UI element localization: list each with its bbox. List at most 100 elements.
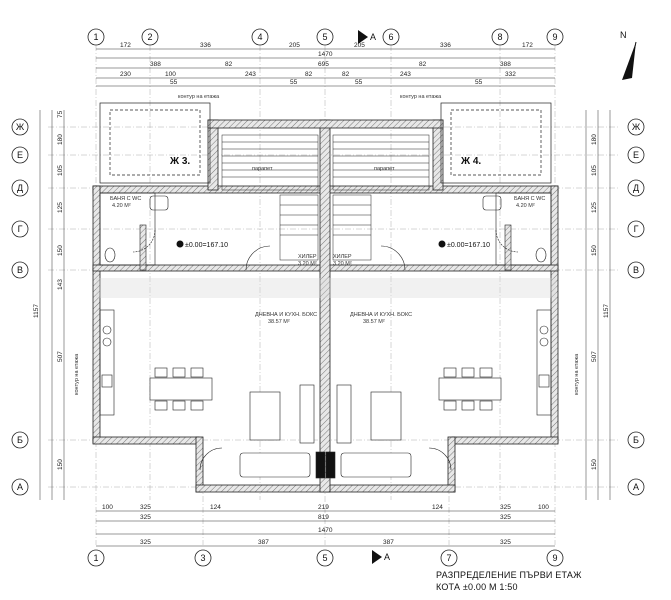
- level-markers: ±0.00=167.10 ±0.00=167.10: [176, 240, 490, 249]
- svg-text:180: 180: [57, 134, 64, 145]
- svg-text:75: 75: [57, 110, 64, 118]
- svg-text:1157: 1157: [33, 304, 40, 318]
- dimension-lines-bottom: [96, 510, 555, 547]
- svg-text:125: 125: [591, 202, 598, 213]
- svg-text:7: 7: [446, 553, 451, 563]
- svg-text:100: 100: [165, 71, 176, 78]
- apartment-label-right: Ж 4.: [460, 156, 481, 167]
- svg-text:695: 695: [318, 61, 329, 68]
- svg-text:150: 150: [591, 245, 598, 256]
- room-hall-left-area: 3.20 М²: [298, 261, 317, 267]
- dimension-text-left: 75 180 105 125 150 143 507 150 1157: [33, 110, 64, 470]
- svg-text:124: 124: [432, 504, 443, 511]
- svg-text:325: 325: [500, 514, 511, 521]
- axis-labels-right: Ж Е Д Г В Б А: [632, 122, 641, 492]
- room-living-left: ДНЕВНА И КУХН. БОКС: [255, 312, 317, 318]
- level-right: ±0.00=167.10: [447, 242, 490, 249]
- svg-text:8: 8: [497, 32, 502, 42]
- svg-text:А: А: [17, 482, 23, 492]
- exterior-walls: [92, 119, 559, 493]
- svg-text:205: 205: [289, 42, 300, 49]
- svg-text:387: 387: [258, 539, 269, 546]
- dimension-lines-top: [96, 48, 555, 87]
- svg-text:Е: Е: [633, 150, 639, 160]
- svg-text:Ж: Ж: [632, 122, 641, 132]
- svg-text:A: A: [370, 32, 376, 42]
- svg-text:9: 9: [552, 553, 557, 563]
- section-marker-bottom: A: [372, 550, 390, 564]
- svg-text:388: 388: [150, 61, 161, 68]
- svg-text:В: В: [633, 265, 639, 275]
- dimension-text-right: 180 105 125 150 507 150 1157: [591, 134, 610, 470]
- axis-markers-right: [627, 118, 645, 496]
- svg-text:325: 325: [140, 504, 151, 511]
- svg-text:82: 82: [225, 61, 233, 68]
- caption-scale: КОТА ±0.00 М 1:50: [436, 582, 518, 592]
- svg-text:1157: 1157: [603, 304, 610, 318]
- room-bath-right-area: 4.20 М²: [516, 203, 535, 209]
- svg-text:Д: Д: [633, 183, 639, 193]
- north-arrow-icon: N: [620, 30, 637, 80]
- svg-text:2: 2: [147, 32, 152, 42]
- axis-labels-bottom: 1 3 5 7 9: [93, 553, 557, 563]
- svg-text:1: 1: [93, 553, 98, 563]
- room-hall-right: ХИЛЕР: [333, 254, 352, 260]
- svg-text:105: 105: [57, 165, 64, 176]
- svg-text:55: 55: [355, 79, 363, 86]
- svg-text:150: 150: [57, 459, 64, 470]
- svg-text:243: 243: [245, 71, 256, 78]
- svg-text:172: 172: [120, 42, 131, 49]
- axis-labels-left: Ж Е Д Г В Б А: [16, 122, 25, 492]
- svg-text:55: 55: [170, 79, 178, 86]
- sofas: [239, 384, 412, 479]
- svg-text:5: 5: [322, 553, 327, 563]
- svg-text:100: 100: [102, 504, 113, 511]
- watermark-band: [96, 278, 556, 298]
- svg-text:4: 4: [257, 32, 262, 42]
- room-bath-left: БАНЯ С WC: [110, 196, 141, 202]
- contour-label-top-left: контур на етажа: [178, 94, 220, 100]
- bathrooms: [99, 192, 552, 266]
- dining-tables: [149, 367, 502, 411]
- doors: [199, 245, 452, 471]
- svg-text:Д: Д: [17, 183, 23, 193]
- svg-text:143: 143: [57, 279, 64, 290]
- svg-text:1470: 1470: [318, 51, 333, 58]
- dimension-text-top: 172 336 205 205 336 172 1470 388 82 695 …: [120, 42, 533, 86]
- svg-text:180: 180: [591, 134, 598, 145]
- svg-text:В: В: [17, 265, 23, 275]
- svg-text:Е: Е: [17, 150, 23, 160]
- svg-text:82: 82: [419, 61, 427, 68]
- svg-text:150: 150: [57, 245, 64, 256]
- parapet-label-left: парапет: [252, 166, 273, 172]
- svg-text:124: 124: [210, 504, 221, 511]
- svg-text:Г: Г: [18, 224, 23, 234]
- parapet-label-right: парапет: [374, 166, 395, 172]
- room-living-right: ДНЕВНА И КУХН. БОКС: [350, 312, 412, 318]
- axis-markers-top: [87, 28, 564, 46]
- kitchen-counters: [99, 309, 552, 416]
- room-living-right-area: 38.57 М²: [363, 319, 385, 325]
- svg-text:1: 1: [93, 32, 98, 42]
- svg-text:А: А: [633, 482, 639, 492]
- svg-text:325: 325: [500, 539, 511, 546]
- stairs: [221, 134, 430, 261]
- dimension-lines-left: [39, 110, 65, 500]
- room-hall-left: ХИЛЕР: [298, 254, 317, 260]
- svg-text:5: 5: [322, 32, 327, 42]
- svg-text:Г: Г: [634, 224, 639, 234]
- axis-markers-bottom: [87, 549, 564, 567]
- svg-text:9: 9: [552, 32, 557, 42]
- svg-text:100: 100: [538, 504, 549, 511]
- svg-text:A: A: [384, 552, 390, 562]
- svg-text:N: N: [620, 30, 627, 40]
- svg-text:243: 243: [400, 71, 411, 78]
- svg-text:507: 507: [57, 351, 64, 362]
- svg-text:125: 125: [57, 202, 64, 213]
- section-marker-top: A: [358, 30, 376, 44]
- level-left: ±0.00=167.10: [185, 242, 228, 249]
- svg-text:219: 219: [318, 504, 329, 511]
- svg-text:3: 3: [200, 553, 205, 563]
- svg-text:172: 172: [522, 42, 533, 49]
